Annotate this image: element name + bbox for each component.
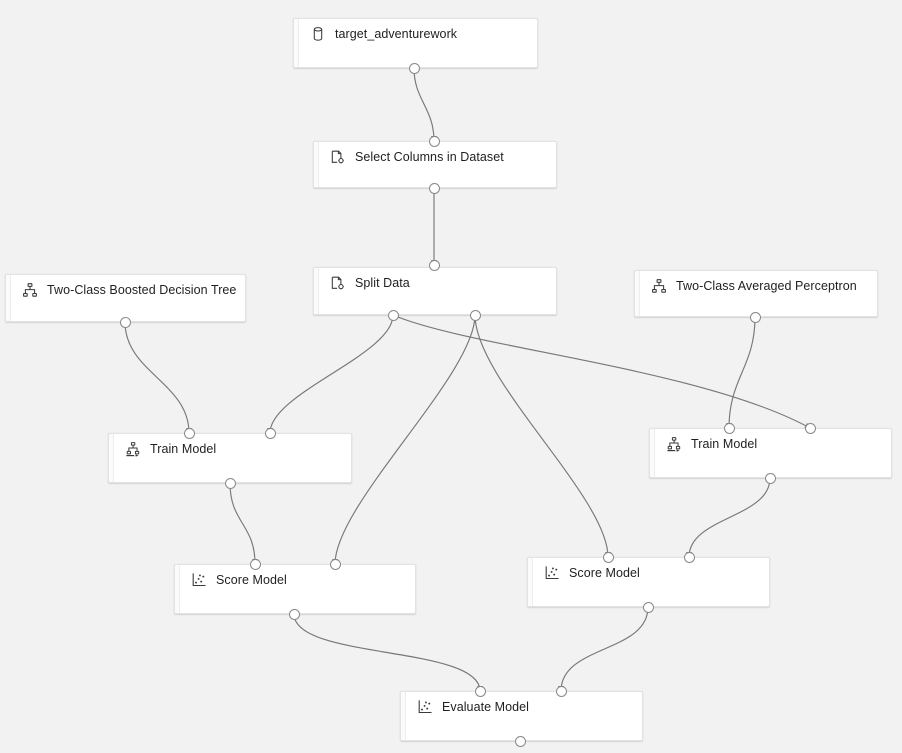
output-port-train-model-right-1[interactable]: [764, 472, 776, 484]
node-accent-stripe: [528, 558, 533, 606]
input-port-evaluate-model-2[interactable]: [555, 685, 567, 697]
edge-dataset-to-select[interactable]: [413, 67, 437, 142]
output-port-dataset-1[interactable]: [408, 62, 420, 74]
scatter-plot-icon: [544, 565, 560, 581]
node-label: Two-Class Averaged Perceptron: [676, 279, 857, 293]
input-port-train-model-right-2[interactable]: [804, 422, 816, 434]
input-port-score-model-left-2[interactable]: [329, 558, 341, 570]
edge-train-left-to-score-left[interactable]: [229, 482, 258, 565]
algorithm-icon: [22, 282, 38, 298]
select-columns-icon: [330, 149, 346, 165]
node-evaluate-model[interactable]: Evaluate Model: [400, 691, 643, 741]
node-accent-stripe: [109, 434, 114, 482]
train-model-icon: [666, 436, 682, 452]
node-header: Evaluate Model: [401, 692, 642, 722]
node-header: Train Model: [650, 429, 891, 459]
edge-split-right-to-score-left[interactable]: [332, 314, 476, 565]
input-port-train-model-right-1[interactable]: [723, 422, 735, 434]
node-boosted-decision-tree[interactable]: Two-Class Boosted Decision Tree: [5, 274, 246, 322]
edge-split-left-to-train-left[interactable]: [267, 314, 394, 434]
node-averaged-perceptron[interactable]: Two-Class Averaged Perceptron: [634, 270, 878, 317]
edge-split-right-to-score-right[interactable]: [474, 314, 611, 558]
edge-score-right-to-evaluate[interactable]: [558, 606, 649, 692]
input-port-evaluate-model-1[interactable]: [474, 685, 486, 697]
node-accent-stripe: [635, 271, 640, 316]
edge-perceptron-to-train-right[interactable]: [726, 316, 756, 429]
node-header: Two-Class Averaged Perceptron: [635, 271, 877, 301]
node-label: target_adventurework: [335, 27, 458, 41]
node-header: Split Data: [314, 268, 556, 298]
input-port-score-model-right-2[interactable]: [683, 551, 695, 563]
node-score-model-right[interactable]: Score Model: [527, 557, 770, 607]
node-label: Select Columns in Dataset: [355, 150, 504, 164]
output-port-split-data-2[interactable]: [469, 309, 481, 321]
node-label: Two-Class Boosted Decision Tree: [47, 283, 237, 297]
train-model-icon: [125, 441, 141, 457]
node-accent-stripe: [650, 429, 655, 477]
input-port-select-columns-1[interactable]: [428, 135, 440, 147]
node-header: Train Model: [109, 434, 351, 464]
node-train-model-left[interactable]: Train Model: [108, 433, 352, 483]
node-label: Split Data: [355, 276, 410, 290]
edge-train-right-to-score-right[interactable]: [686, 477, 771, 558]
output-port-score-model-right-1[interactable]: [642, 601, 654, 613]
scatter-plot-icon: [417, 699, 433, 715]
input-port-split-data-1[interactable]: [428, 259, 440, 271]
database-icon: [310, 26, 326, 42]
output-port-evaluate-model-1[interactable]: [514, 735, 526, 747]
scatter-plot-icon: [191, 572, 207, 588]
node-header: Two-Class Boosted Decision Tree: [6, 275, 245, 305]
node-label: Score Model: [569, 566, 640, 580]
input-port-score-model-left-1[interactable]: [249, 558, 261, 570]
output-port-boosted-decision-tree-1[interactable]: [119, 316, 131, 328]
output-port-score-model-left-1[interactable]: [288, 608, 300, 620]
output-port-train-model-left-1[interactable]: [224, 477, 236, 489]
node-label: Train Model: [150, 442, 217, 456]
node-header: Select Columns in Dataset: [314, 142, 556, 172]
edge-split-left-to-train-right[interactable]: [392, 314, 811, 429]
input-port-train-model-left-1[interactable]: [183, 427, 195, 439]
node-header: Score Model: [175, 565, 415, 595]
output-port-select-columns-1[interactable]: [428, 182, 440, 194]
output-port-split-data-1[interactable]: [387, 309, 399, 321]
edge-score-left-to-evaluate[interactable]: [293, 613, 483, 692]
select-columns-icon: [330, 275, 346, 291]
node-accent-stripe: [175, 565, 180, 613]
node-score-model-left[interactable]: Score Model: [174, 564, 416, 614]
input-port-train-model-left-2[interactable]: [264, 427, 276, 439]
node-header: Score Model: [528, 558, 769, 588]
edge-tree-to-train-left[interactable]: [124, 321, 192, 434]
node-accent-stripe: [401, 692, 406, 740]
node-label: Train Model: [691, 437, 758, 451]
node-accent-stripe: [6, 275, 11, 321]
input-port-score-model-right-1[interactable]: [602, 551, 614, 563]
node-header: target_adventurework: [294, 19, 537, 49]
node-label: Score Model: [216, 573, 287, 587]
node-label: Evaluate Model: [442, 700, 530, 714]
node-accent-stripe: [314, 268, 319, 314]
node-dataset[interactable]: target_adventurework: [293, 18, 538, 68]
node-select-columns[interactable]: Select Columns in Dataset: [313, 141, 557, 188]
algorithm-icon: [651, 278, 667, 294]
output-port-averaged-perceptron-1[interactable]: [749, 311, 761, 323]
node-accent-stripe: [294, 19, 299, 67]
node-accent-stripe: [314, 142, 319, 187]
node-split-data[interactable]: Split Data: [313, 267, 557, 315]
node-train-model-right[interactable]: Train Model: [649, 428, 892, 478]
